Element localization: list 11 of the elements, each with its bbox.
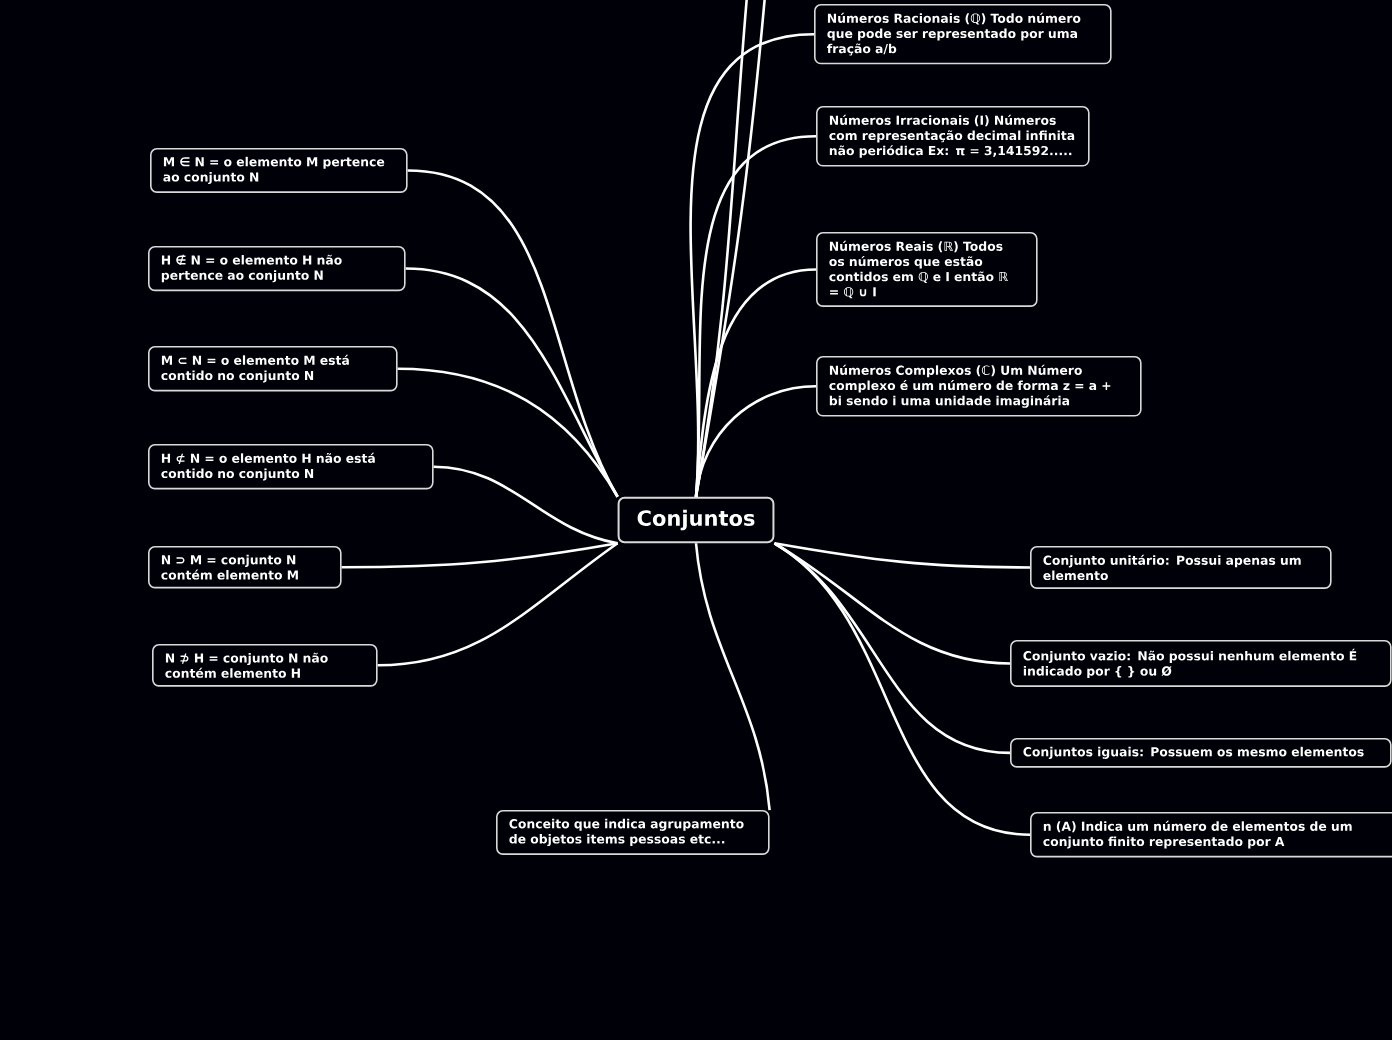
branch-line [774, 541, 1030, 569]
branch-line [377, 542, 619, 667]
branch-line [773, 542, 1031, 836]
central-topic-box: Conjuntos [617, 496, 775, 544]
branch-line [694, 543, 771, 811]
branch-line [433, 465, 618, 545]
branch-line [694, 0, 768, 497]
branch-line [694, 385, 817, 497]
branch-line [405, 267, 619, 498]
branch-line [397, 367, 619, 498]
branch-line [341, 541, 618, 569]
